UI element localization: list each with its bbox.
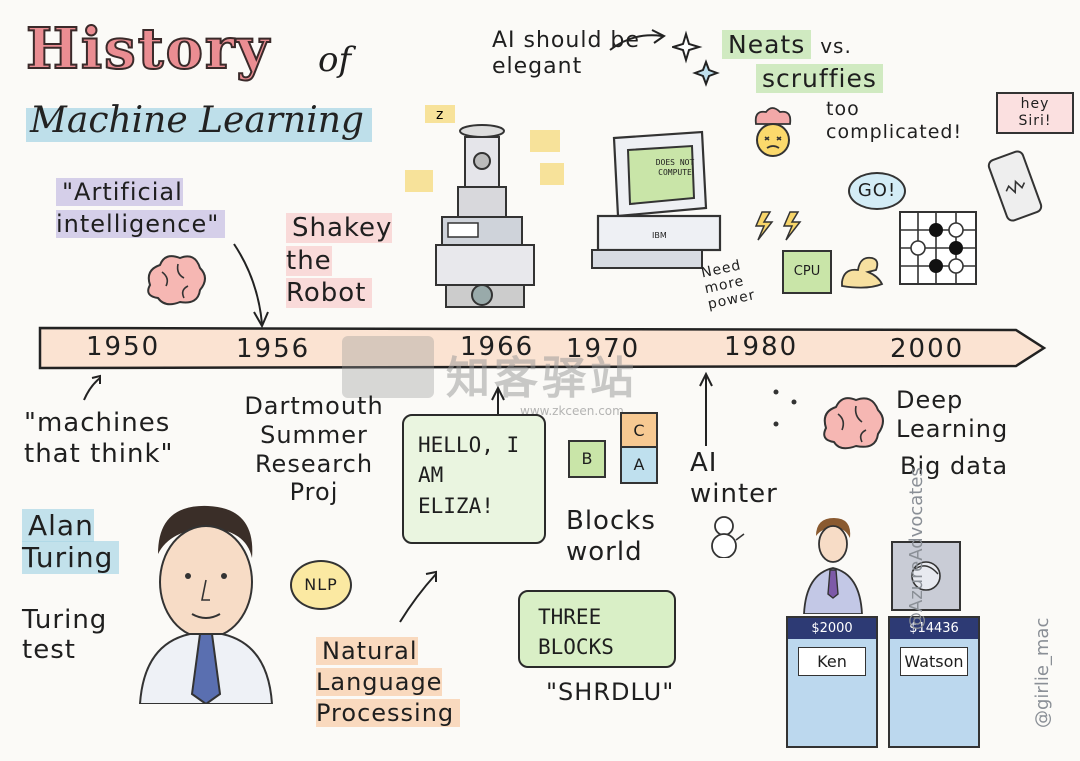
shrdlu-label: "SHRDLU" [546,678,675,706]
computer-illustration [591,130,722,269]
year-1980: 1980 [724,332,799,362]
year-2000: 2000 [890,334,965,364]
arrow-to-1966 [399,570,437,623]
arrow-to-neats [609,29,666,51]
go-bubble: GO! [848,172,906,210]
exploding-head-icon [754,107,792,157]
sparkle-icon [672,30,720,87]
go-board-icon [899,211,977,285]
three-blocks-bubble: THREE BLOCKS [518,590,676,668]
watson-name: Watson [900,647,968,676]
arrow-to-1950 [83,374,101,401]
blocks-world-label: Blocks world [566,506,656,568]
go-text: GO! [857,180,897,201]
year-1950: 1950 [86,332,161,362]
shakey-label: Shakey the Robot [286,212,426,310]
nlp-text: NLP [304,575,338,594]
alan-turing-label: Alan Turing [22,509,142,575]
phone-icon [987,150,1043,222]
subtitle-highlight [26,108,372,142]
title-of: of [318,40,352,80]
flexed-arm-icon [841,256,884,289]
machines-think-label: "machines that think" [24,408,174,470]
block-c: C [620,412,658,450]
title-subtitle: Machine Learning [30,100,364,141]
arrow-to-1980 [699,371,713,446]
scruffies-text: scruffies [756,64,883,93]
dartmouth-label: Dartmouth Summer Research Proj [244,392,384,507]
block-c-text: C [633,421,645,440]
arrow-to-1956 [233,243,269,329]
ai-quote: "Artificial intelligence" [56,176,236,241]
timeline-arrow [38,326,1047,370]
brain-icon [147,255,206,306]
eliza-speech-bubble: HELLO, I AM ELIZA! [402,414,546,544]
ken-person-illustration [803,518,863,614]
watson-screen-illustration [891,541,961,611]
title-history: History [25,15,271,83]
credit-line-1: @AzureAdvocates [906,467,927,630]
block-a-text: A [633,455,645,474]
watermark-text: 知客驿站 [446,353,638,404]
block-b: B [568,440,606,478]
neats-label: Neats vs. [722,30,852,59]
ibm-text: IBM [652,231,667,240]
sparkle-dots-icon [773,389,797,427]
watermark-logo [342,336,434,398]
hey-siri-text: hey Siri! [1018,96,1052,129]
watermark-url: www.zkceen.com [520,404,624,418]
alan-turing-text: Alan Turing [22,509,120,575]
year-1970: 1970 [566,334,641,364]
block-b-text: B [581,449,593,468]
neats-text: Neats [722,30,812,59]
lightning-icon [754,211,802,241]
svg-text:z: z [436,107,443,123]
ken-podium: $2000 Ken [786,616,878,748]
elegant-label: AI should be elegant [492,28,640,80]
hey-siri-bubble: hey Siri! [996,92,1074,134]
shakey-text: Shakey the Robot [286,213,393,308]
vs-text: vs. [820,34,852,58]
too-complicated-label: too complicated! [826,98,963,143]
credit-line-2: @girlie_mac [1032,617,1053,728]
watson-score: $14436 [890,618,978,639]
nlp-full-text: Natural Language Processing [316,637,461,728]
cpu-chip: CPU [782,250,832,294]
ken-score: $2000 [788,618,876,639]
deep-learning-brain-icon [823,397,884,450]
ai-winter-label: AI winter [690,448,778,510]
year-1956: 1956 [236,334,311,364]
shakey-robot-illustration: z [405,105,564,308]
watson-podium: $14436 Watson [888,616,980,748]
nlp-bubble: NLP [290,560,352,610]
does-not-compute-text: DOES NOT COMPUTE [655,158,695,178]
deep-learning-label: Deep Learning [896,386,1009,443]
cpu-text: CPU [793,264,821,279]
scruffies-label: scruffies [756,64,883,93]
ken-name: Ken [798,647,866,676]
turing-test-label: Turing test [22,605,108,665]
big-data-label: Big data [900,452,1009,480]
snowman-icon [711,516,745,558]
alan-turing-portrait [138,505,274,704]
block-a: A [620,446,658,484]
year-1966: 1966 [460,332,535,362]
ai-quote-text: "Artificial intelligence" [56,178,226,239]
three-blocks-text: THREE BLOCKS [538,605,614,660]
eliza-text: HELLO, I AM ELIZA! [418,433,520,518]
nlp-full-label: Natural Language Processing [316,636,496,730]
